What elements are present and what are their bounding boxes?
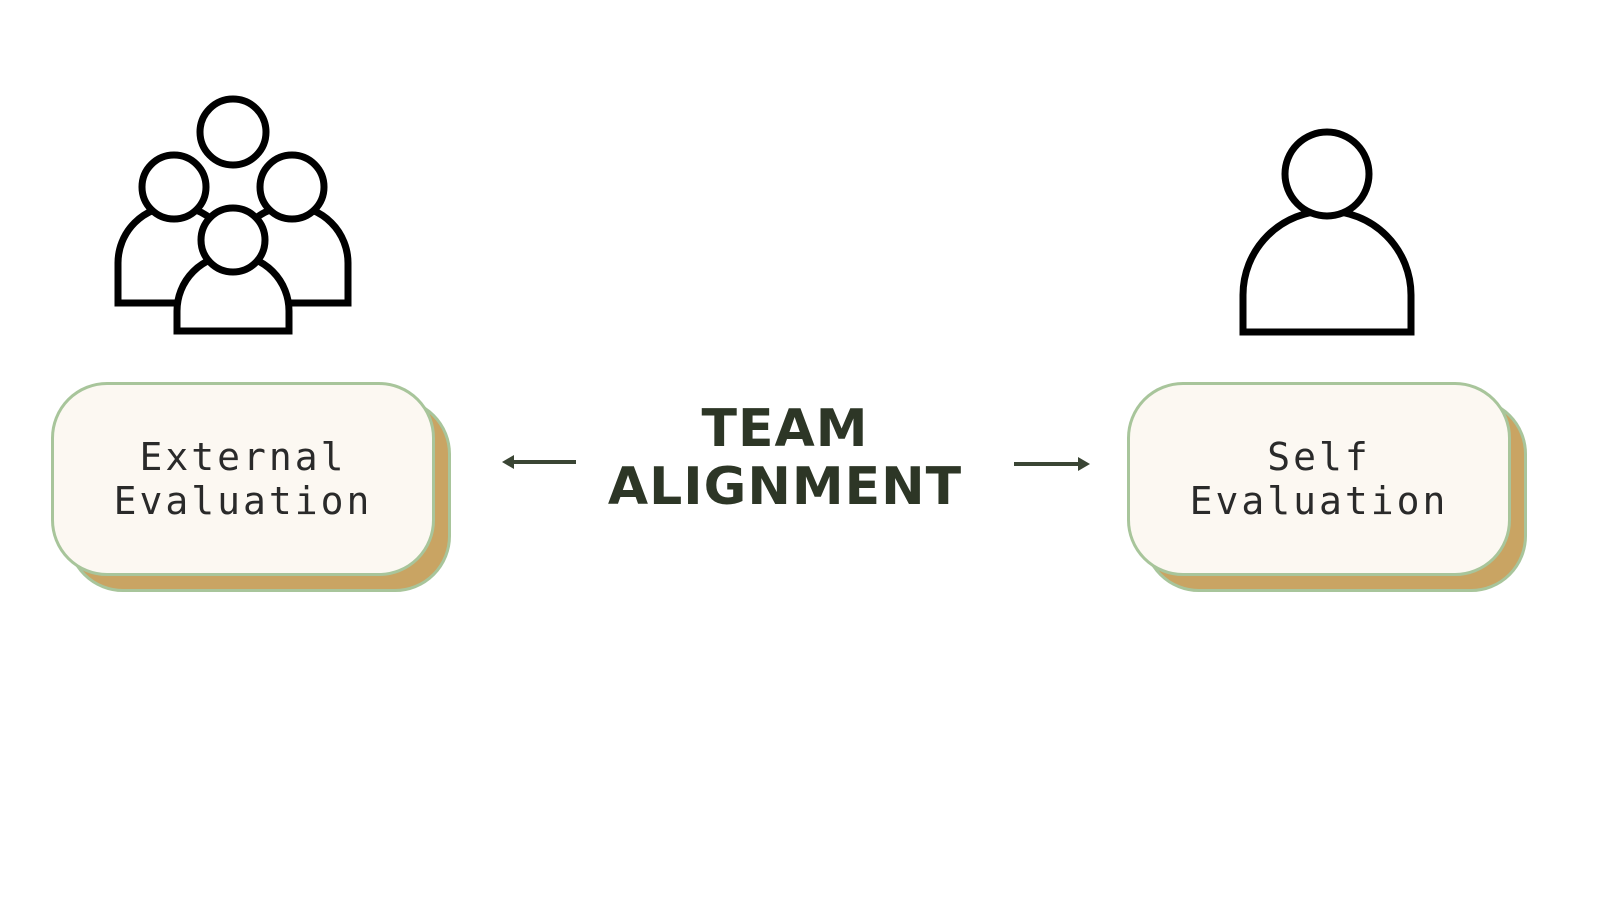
card-label-line1: External [139,435,347,479]
external-evaluation-card: External Evaluation [51,382,451,592]
card-face: External Evaluation [51,382,435,576]
center-title: TEAM ALIGNMENT [560,400,1010,516]
center-title-line2: ALIGNMENT [607,457,963,517]
card-label-line1: Self [1267,435,1371,479]
self-evaluation-card: Self Evaluation [1127,382,1527,592]
group-icon [110,95,360,340]
card-label-line2: Evaluation [1189,479,1449,523]
right-arrow-icon [1012,454,1092,474]
card-label-line2: Evaluation [113,479,373,523]
left-arrow-icon [500,452,580,472]
card-face: Self Evaluation [1127,382,1511,576]
center-title-line1: TEAM [701,399,869,459]
person-icon [1232,125,1422,340]
